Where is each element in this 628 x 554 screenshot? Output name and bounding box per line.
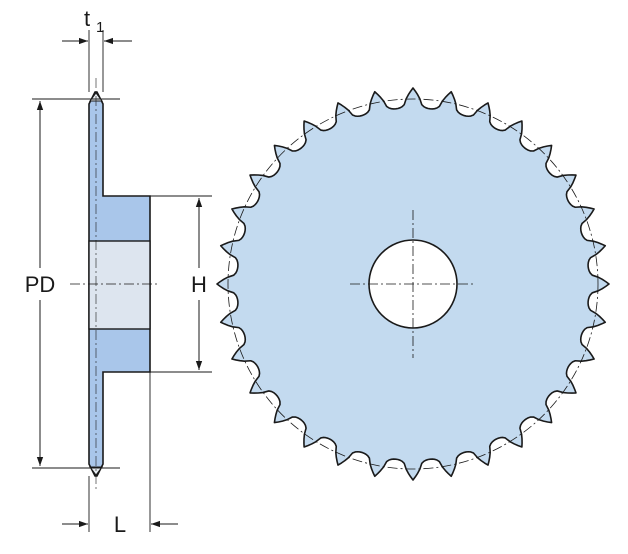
front-view <box>216 87 610 481</box>
pd-dimension: PD <box>25 101 56 466</box>
t1-dimension: t 1 <box>62 6 132 45</box>
bore-section <box>88 240 151 330</box>
extension-lines <box>32 30 212 532</box>
side-view <box>70 78 160 492</box>
h-label: H <box>191 272 207 297</box>
t1-label: t <box>84 6 90 31</box>
h-dimension: H <box>191 198 207 370</box>
pitch-circle <box>227 98 599 470</box>
pd-label: PD <box>25 272 56 297</box>
l-label: L <box>114 512 126 537</box>
l-dimension: L <box>62 512 178 537</box>
t1-subscript: 1 <box>96 19 104 36</box>
